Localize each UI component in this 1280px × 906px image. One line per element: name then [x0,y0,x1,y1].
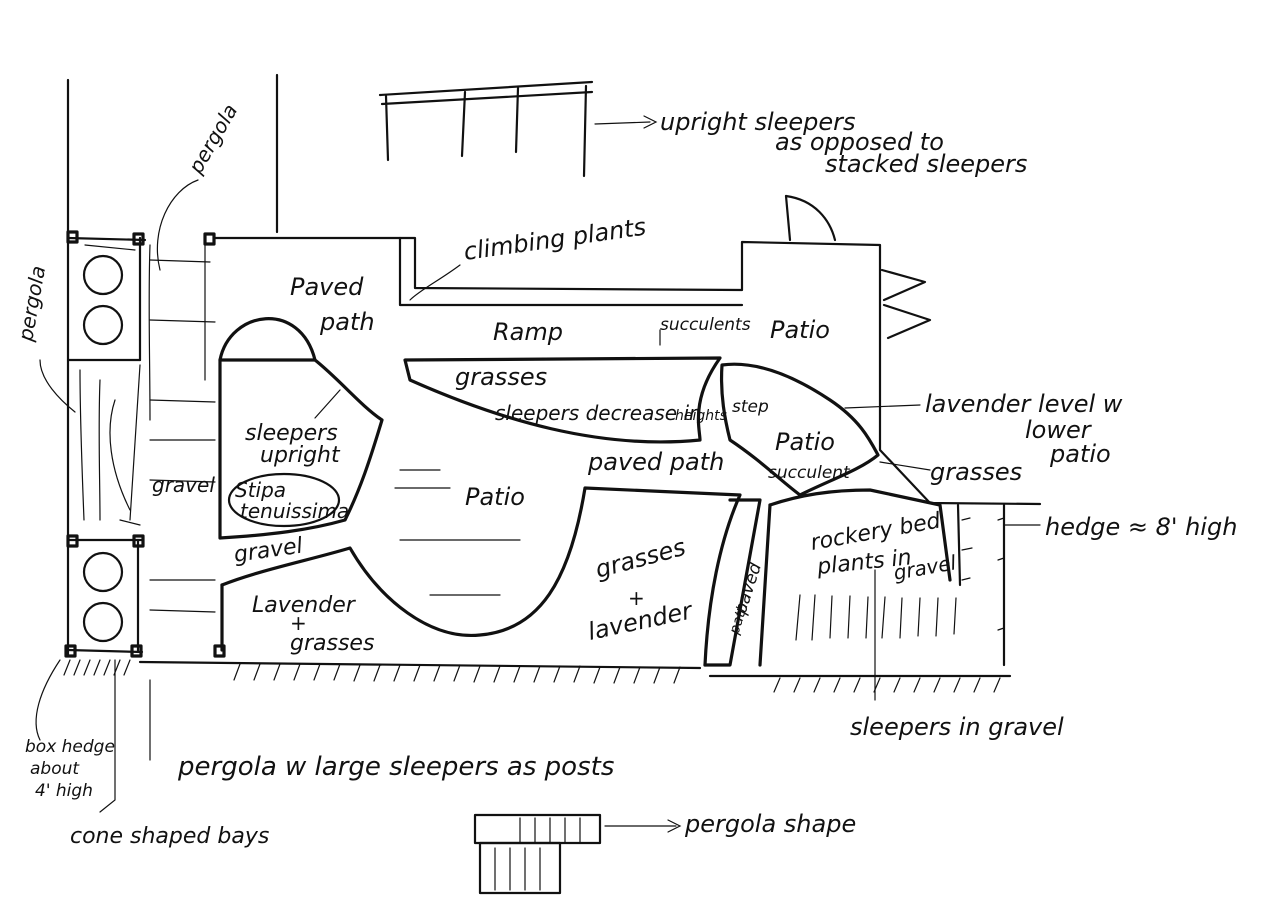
label-lavender-level-1: lavender level w [925,390,1123,418]
label-stipa-1: Stipa [235,478,286,502]
label-climbing-plants: climbing plants [462,213,648,266]
label-paved-path-top-2: path [319,308,375,336]
label-pergola-shape: pergola shape [684,810,856,838]
label-lavender-3: grasses [290,631,374,656]
label-grasses-mid: grasses [455,363,547,391]
label-pergola-note: pergola w large sleepers as posts [177,752,614,782]
label-patio-small: Patio [775,428,835,456]
label-sleepers-upright-1: sleepers [245,421,338,446]
label-succulents-top: succulents [660,315,751,335]
label-paved-path-small-2: path [726,601,751,637]
pergola-shape-sketch [473,813,682,895]
label-heights: heights [675,408,727,424]
label-ramp: Ramp [493,318,563,346]
label-grasses-lavender-2: + [628,586,645,610]
label-step: step [732,397,769,417]
label-box-hedge-2: about [30,759,80,779]
left-pergola-bays [64,78,226,658]
label-sleepers-gravel: sleepers in gravel [850,713,1064,741]
label-paved-path-mid: paved path [587,448,724,476]
label-lavender-level-2: lower [1025,416,1093,444]
label-box-hedge-1: box hedge [25,737,115,757]
label-grasses-right: grasses [930,458,1022,486]
label-box-hedge-3: 4' high [35,781,93,801]
label-gravel-left: gravel [152,473,215,497]
label-paved-path-top-1: Paved [290,273,364,301]
pergola-elevation [378,80,658,178]
label-patio-top: Patio [770,316,830,344]
label-pergola-top: pergola [183,100,242,179]
label-cone-bays: cone shaped bays [70,824,269,849]
label-lavender-1: Lavender [252,593,357,618]
hedge-hatching [63,503,1012,693]
label-pergola-side: pergola [13,264,50,344]
label-upright-2: as opposed to [775,128,944,156]
label-sleepers-upright-2: upright [260,443,341,468]
annotation-arrows [35,179,1041,813]
label-hedge: hedge ≈ 8' high [1045,513,1237,541]
label-grasses-lavender-1: grasses [592,533,688,584]
label-lavender-2: + [290,611,307,635]
label-sleepers-decrease: sleepers decrease in [495,401,702,425]
label-patio-center: Patio [465,483,525,511]
label-stipa-2: tenuissima [240,499,349,523]
label-succulent: succulent [768,463,851,483]
planting-beds [218,317,957,667]
boundary-walls [213,73,1042,506]
label-upright-3: stacked sleepers [825,150,1027,178]
label-upright-1: upright sleepers [660,108,856,136]
label-lavender-level-3: patio [1049,440,1111,468]
sketch-labels: pergola pergola upright sleepers as oppo… [13,100,1237,849]
